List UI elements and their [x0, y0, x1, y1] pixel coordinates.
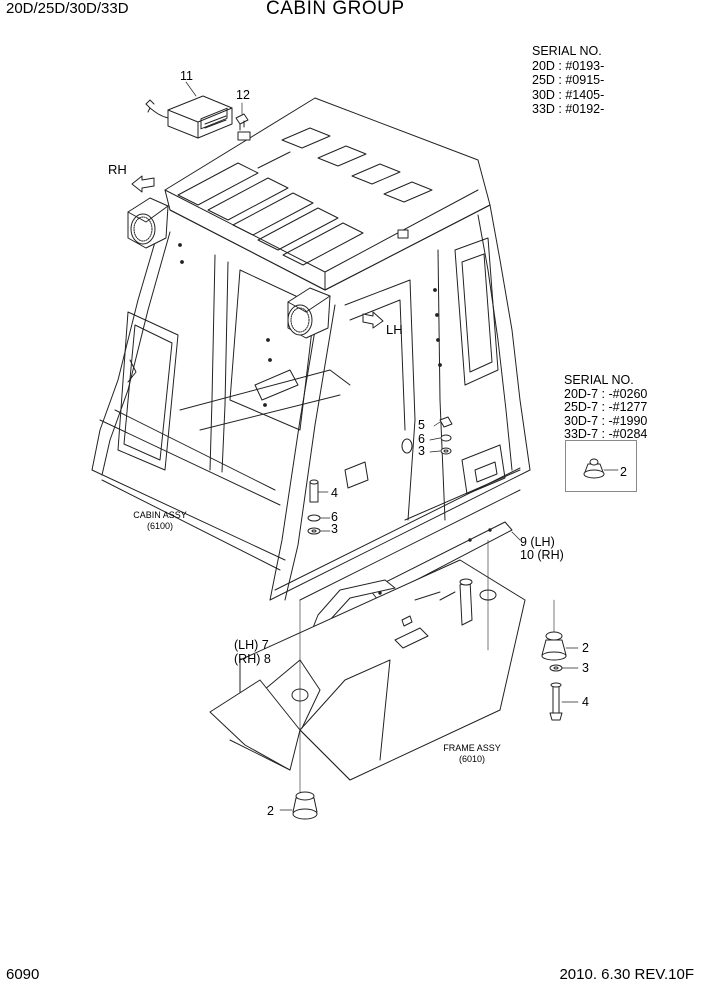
callout-2-bottom: 2	[267, 804, 274, 818]
page-title: CABIN GROUP	[266, 0, 405, 19]
cabin-mount-hardware	[307, 416, 453, 535]
bolt-part	[235, 113, 249, 131]
arrow-rh-icon	[131, 175, 155, 193]
serial-line: 20D : #0193-	[532, 58, 605, 73]
frame-assy-code: (6010)	[458, 754, 485, 764]
callout-11: 11	[180, 69, 193, 83]
revision-date: 2010. 6.30 REV.10F	[559, 966, 694, 983]
serial-line: 25D-7 : -#1277	[564, 400, 648, 414]
callout-12: 12	[236, 88, 250, 102]
callout-2-detail: 2	[620, 465, 627, 479]
serial-line: 33D-7 : -#0284	[564, 427, 648, 441]
serial-block-top: SERIAL NO. 20D : #0193- 25D : #0915- 30D…	[532, 44, 604, 117]
rubber-mount-box	[583, 458, 619, 479]
callout-3-lower: 3	[331, 522, 338, 536]
cabin-assy-code: (6100)	[146, 521, 173, 531]
work-lamp-rh	[127, 197, 169, 249]
bracket-9-10	[369, 521, 521, 601]
frame-assy	[209, 539, 555, 801]
callout-6-upper: 6	[418, 432, 425, 446]
serial-block-mid: SERIAL NO. 20D-7 : -#0260 25D-7 : -#1277…	[564, 373, 648, 442]
callout-4-right: 4	[582, 695, 589, 709]
serial-line: 30D : #1405-	[532, 87, 605, 102]
rubber-mount-right	[541, 631, 579, 721]
arrow-lh-icon	[362, 311, 384, 329]
callout-5: 5	[418, 418, 425, 432]
serial-line: 20D-7 : -#0260	[564, 386, 648, 401]
radio-part	[145, 95, 233, 139]
serial-label: SERIAL NO.	[564, 373, 634, 387]
cabin-roof	[164, 97, 491, 291]
rubber-mount-bottom	[279, 791, 318, 820]
serial-line: 25D : #0915-	[532, 73, 605, 87]
callout-3-upper: 3	[418, 444, 425, 458]
frame-assy-label: FRAME ASSY (6010)	[432, 743, 512, 765]
cabin-body	[91, 204, 531, 601]
mount-detail-box	[565, 440, 637, 492]
direction-label-rh: RH	[108, 162, 127, 177]
work-lamp-lh	[287, 287, 331, 339]
callout-10-rh: 10 (RH)	[520, 548, 564, 562]
cabin-assy-label: CABIN ASSY (6100)	[120, 510, 200, 532]
frame-assy-name: FRAME ASSY	[443, 743, 501, 753]
callout-8-rh: (RH) 8	[234, 652, 271, 666]
callout-6-lower: 6	[331, 510, 338, 524]
callout-2-right: 2	[582, 641, 589, 655]
callout-3-right: 3	[582, 661, 589, 675]
page-number: 6090	[6, 966, 40, 983]
callout-4-upper: 4	[331, 486, 338, 500]
serial-line: 30D-7 : -#1990	[564, 413, 648, 428]
cabin-assy-name: CABIN ASSY	[133, 510, 187, 520]
callout-7-lh: (LH) 7	[234, 638, 269, 652]
direction-label-lh: LH	[386, 322, 403, 337]
serial-label: SERIAL NO.	[532, 44, 602, 58]
model-list: 20D/25D/30D/33D	[6, 0, 129, 17]
serial-line: 33D : #0192-	[532, 102, 605, 116]
callout-9-lh: 9 (LH)	[520, 535, 555, 549]
